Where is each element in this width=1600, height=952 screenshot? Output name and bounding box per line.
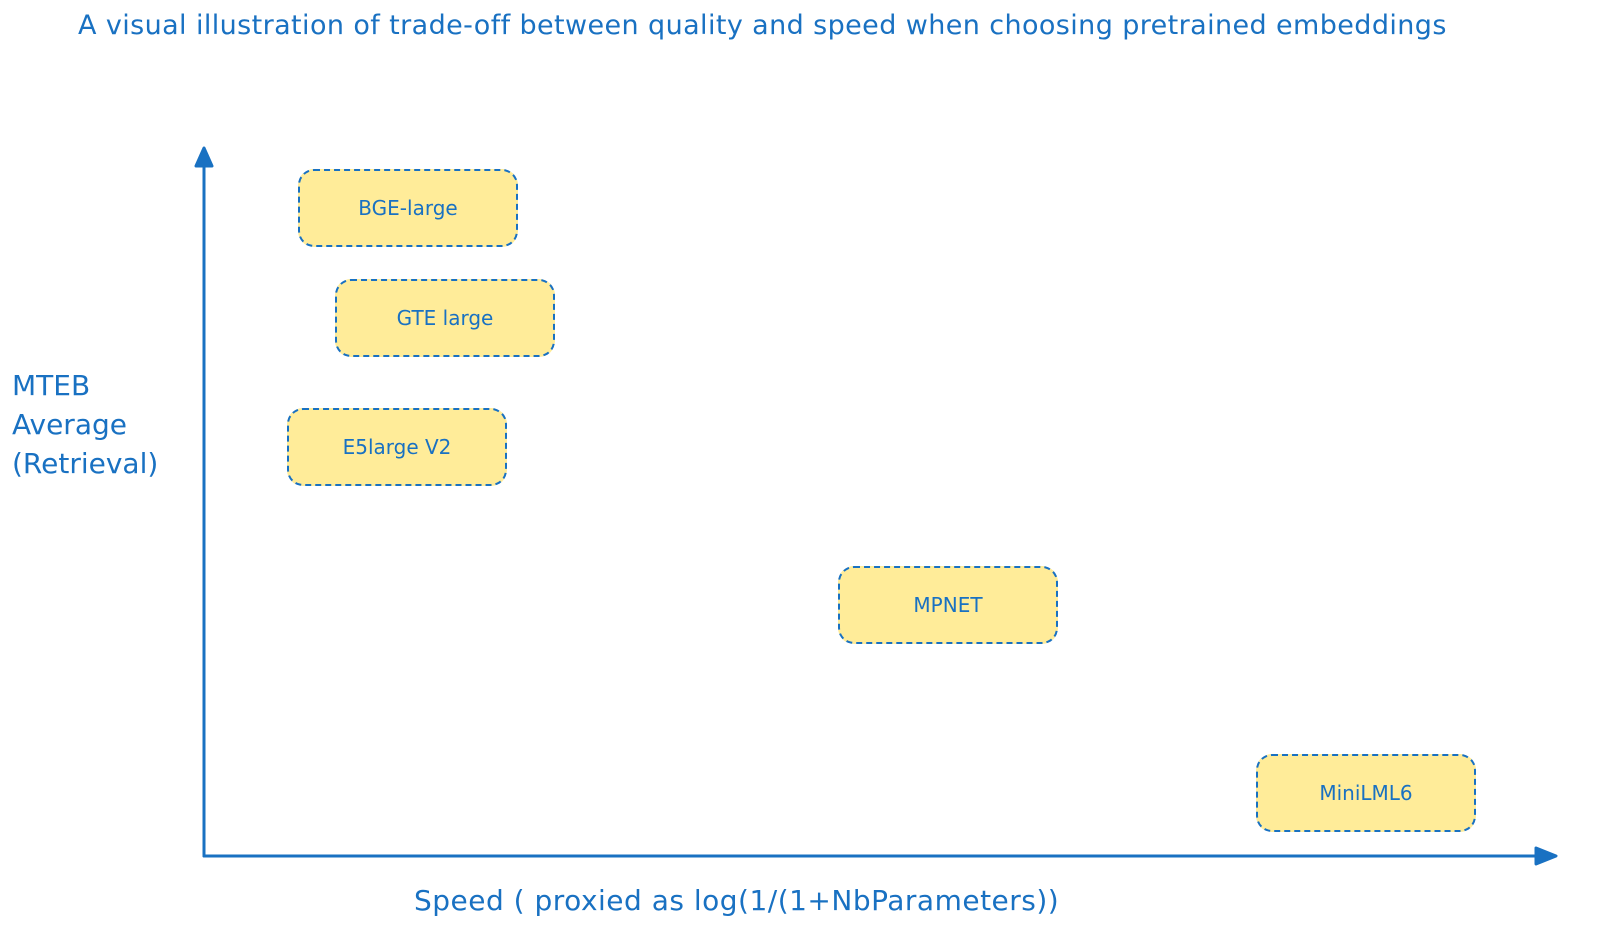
model-box-gte-large: GTE large [335, 279, 555, 357]
model-box-minilm-l6: MiniLML6 [1256, 754, 1476, 832]
model-label: E5large V2 [342, 435, 452, 459]
y-axis-label-line: (Retrieval) [12, 447, 159, 480]
model-label: BGE-large [358, 196, 458, 220]
x-axis-label: Speed ( proxied as log(1/(1+NbParameters… [414, 884, 1060, 917]
diagram-title: A visual illustration of trade-off betwe… [78, 10, 1447, 41]
y-axis-label-line: MTEB [12, 369, 91, 402]
model-box-mpnet: MPNET [838, 566, 1058, 644]
model-box-e5-large-v2: E5large V2 [287, 408, 507, 486]
x-axis-arrowhead [1534, 846, 1558, 866]
y-axis-label-line: Average [12, 408, 127, 441]
model-box-bge-large: BGE-large [298, 169, 518, 247]
y-axis-arrowhead [194, 146, 214, 168]
y-axis-label: MTEB Average (Retrieval) [12, 366, 158, 483]
model-label: MiniLML6 [1319, 781, 1413, 805]
model-label: GTE large [396, 306, 494, 330]
model-label: MPNET [913, 593, 983, 617]
